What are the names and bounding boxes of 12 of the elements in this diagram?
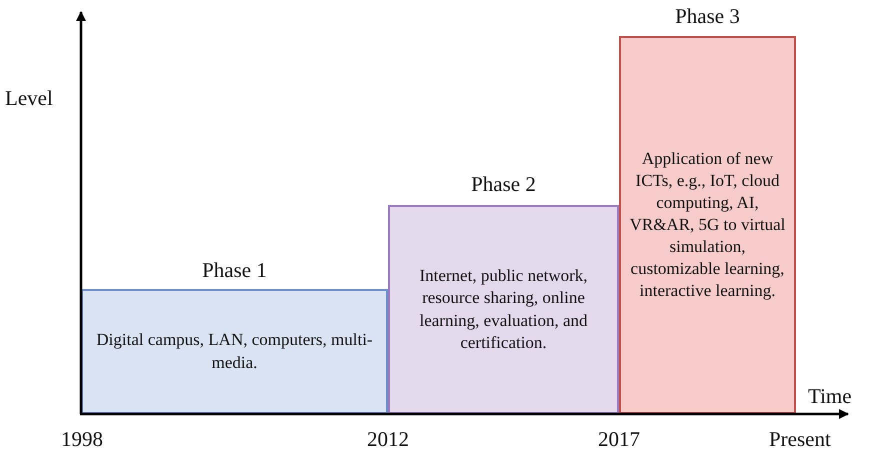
tick-label: 2017 <box>598 427 640 452</box>
axis-label: Time <box>808 384 852 409</box>
phase-description: Application of new ICTs, e.g., IoT, cloud computing, AI, VR&AR, 5G to virtual simulation, customizable learning, interactive learning. <box>628 148 786 302</box>
phase-heading: Phase 3 <box>674 4 741 29</box>
axis-label: Level <box>5 86 53 111</box>
tick-label: 1998 <box>61 427 103 452</box>
tick-label: 2012 <box>367 427 409 452</box>
tick-label: Present <box>769 427 831 452</box>
phase-description: Digital campus, LAN, computers, multi-media. <box>95 329 374 374</box>
phase-heading: Phase 2 <box>470 172 537 197</box>
phase-description: Internet, public network, resource sharing, online learning, evaluation, and certification. <box>418 265 589 354</box>
phase-heading: Phase 1 <box>201 258 268 283</box>
